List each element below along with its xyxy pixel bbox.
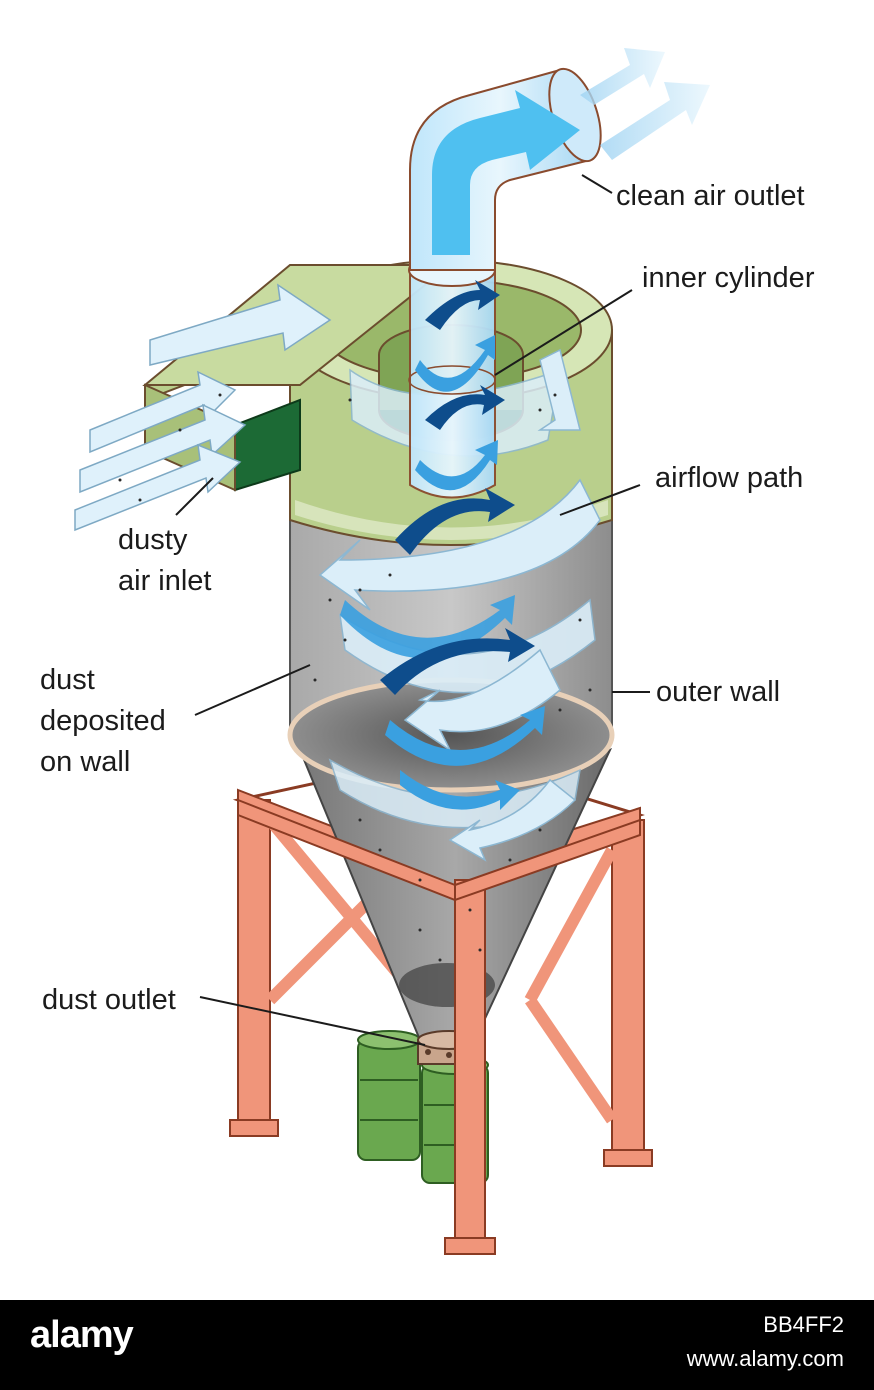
leader-dusty-air-inlet <box>175 477 214 516</box>
leader-clean-air-outlet <box>581 174 613 194</box>
outlet-airflow-arrows <box>580 48 710 160</box>
label-dusty-air-inlet-line2: air inlet <box>118 565 212 597</box>
label-dust-deposited-line3: on wall <box>40 746 131 778</box>
leader-inner-cylinder <box>494 289 633 376</box>
leader-dust-outlet <box>199 996 426 1046</box>
label-outer-wall: outer wall <box>656 676 781 708</box>
label-dust-deposited-line2: deposited <box>40 705 166 737</box>
cyclone-separator-diagram <box>74 48 710 1255</box>
leader-airflow-path <box>559 484 641 516</box>
inlet-airflow-arrows <box>74 283 332 532</box>
leader-dust-deposited <box>194 664 311 716</box>
label-dust-deposited-line1: dust <box>40 664 95 696</box>
dust-particles <box>118 393 592 962</box>
leader-lines <box>175 174 650 1046</box>
label-clean-air-outlet: clean air outlet <box>616 180 805 212</box>
label-dusty-air-inlet-line1: dusty <box>118 524 188 556</box>
watermark-footer: alamy BB4FF2 www.alamy.com <box>0 1300 874 1390</box>
inner-vortex-arrows <box>340 280 545 810</box>
label-dust-outlet: dust outlet <box>42 984 176 1016</box>
image-id: BB4FF2 <box>763 1312 844 1337</box>
clean-air-pipe <box>409 67 602 271</box>
alamy-logo: alamy <box>30 1314 134 1356</box>
site-url: www.alamy.com <box>686 1346 844 1371</box>
support-frame-front <box>237 798 641 1255</box>
label-airflow-path: airflow path <box>655 462 804 494</box>
label-inner-cylinder: inner cylinder <box>642 262 815 294</box>
